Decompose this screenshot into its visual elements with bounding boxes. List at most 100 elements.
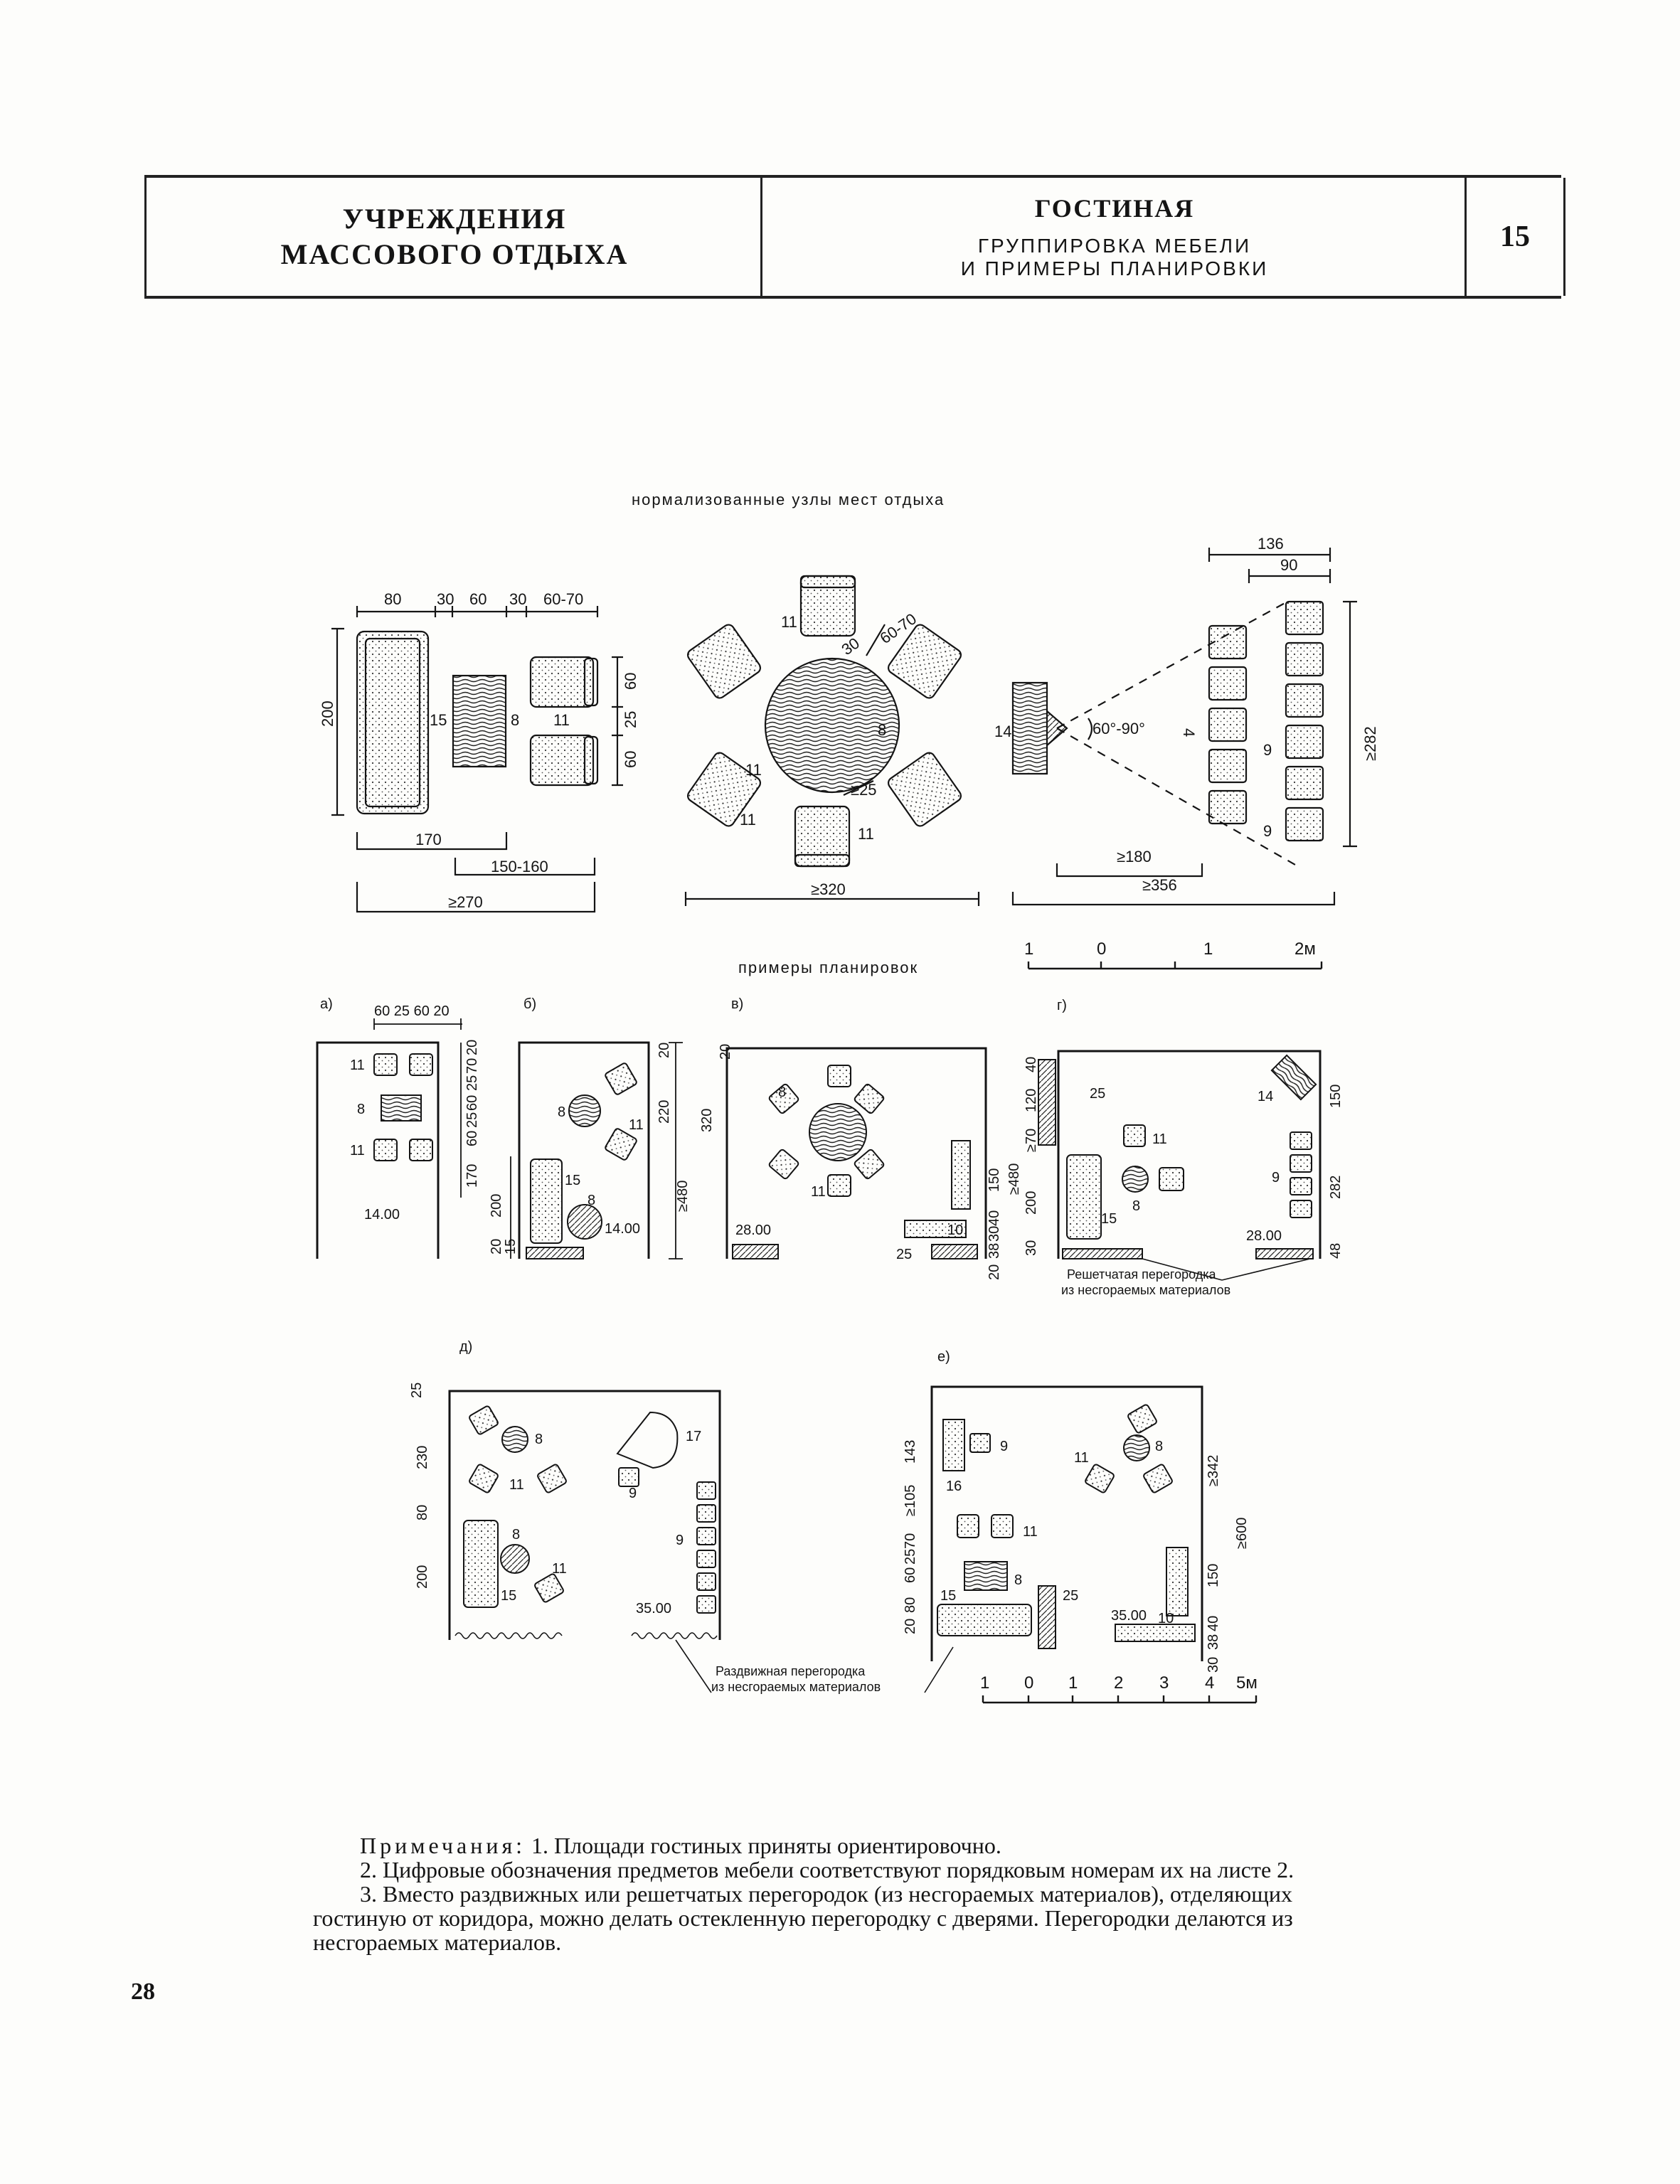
plan-letter: г): [1057, 998, 1067, 1013]
item-label: 9: [1272, 1170, 1280, 1186]
armchair: [686, 624, 762, 699]
dim-label: 200: [489, 1194, 504, 1218]
dim-label: ≥320: [811, 880, 846, 898]
area-label: 35.00: [1111, 1608, 1147, 1624]
item-label: 9: [629, 1486, 637, 1501]
item-label: 8: [558, 1104, 565, 1120]
notes-heading: Примечания:: [360, 1833, 526, 1858]
item-label: 8: [878, 721, 886, 739]
scale-bar-2-labels: 1 0 1 2 3 4 5м: [980, 1673, 1258, 1693]
dim-label: 30: [987, 1226, 1002, 1242]
scale-bar-1-labels: 1 0 1 2м: [1024, 939, 1316, 959]
dim-label: 150: [1206, 1564, 1221, 1587]
angle-label: 60°-90°: [1092, 720, 1145, 737]
subtitle-line-2: И ПРИМЕРЫ ПЛАНИРОВКИ: [960, 257, 1269, 279]
item-label: 11: [781, 613, 797, 631]
dim-label: 80: [384, 590, 401, 608]
dim-label: 60: [464, 1095, 480, 1111]
plan-v-labels: в) 20 320 8 11 10 25 28.00 150 ≥480 40 3…: [699, 996, 1022, 1280]
scale-tick: 1: [1203, 939, 1213, 959]
round-table: [764, 657, 900, 794]
item-label: 8: [357, 1102, 365, 1117]
item-label: 11: [1074, 1450, 1089, 1466]
armchair: [529, 656, 599, 708]
org-line-2: МАССОВОГО ОТДЫХА: [280, 238, 629, 270]
node-3-dimensions: 136 90 60°-90° ≥282 ≥180 ≥356 14 4 9 9: [994, 535, 1379, 894]
dim-label: 20: [656, 1043, 672, 1058]
item-label: 11: [509, 1477, 524, 1493]
scale-tick: 0: [1097, 939, 1106, 959]
item-label: 25: [1063, 1588, 1078, 1604]
item-label: 11: [745, 761, 762, 779]
dim-label: 25: [464, 1112, 480, 1128]
item-label: 11: [350, 1143, 365, 1158]
dim-label: 38: [987, 1243, 1002, 1259]
dim-label: 48: [1328, 1243, 1344, 1259]
dim-label: 282: [1328, 1176, 1344, 1199]
dim-label: 15: [503, 1239, 519, 1255]
plan-letter: в): [731, 996, 743, 1012]
dim-label: 150: [1328, 1085, 1344, 1108]
dim-label: 150: [987, 1168, 1002, 1192]
plan-letter: е): [937, 1349, 950, 1365]
scale-tick: 1: [1024, 939, 1033, 959]
item-label: 17: [686, 1429, 701, 1444]
dim-label: 40: [1024, 1057, 1039, 1072]
item-label: 9: [1000, 1439, 1008, 1454]
dim-label: ≥356: [1142, 876, 1177, 894]
item-label: 15: [501, 1588, 516, 1604]
item-label: 10: [1158, 1611, 1174, 1626]
item-label: 11: [1152, 1131, 1167, 1147]
dim-label: 120: [1024, 1089, 1039, 1112]
node-1-dimensions: 80 30 60 30 60-70 200 60 25 60 170 150-1…: [319, 590, 639, 911]
item-label: 8: [588, 1193, 595, 1208]
scale-tick: 4: [1205, 1673, 1214, 1693]
dim-label: ≥180: [1117, 848, 1152, 865]
scale-tick: 0: [1024, 1673, 1033, 1693]
dim-label: 20: [987, 1264, 1002, 1280]
dim-label: ≥270: [448, 893, 483, 911]
dim-label: 220: [656, 1100, 672, 1124]
node-3-tv-group: [1011, 548, 1357, 906]
scale-tick: 2: [1114, 1673, 1123, 1693]
plan-letter: д): [459, 1339, 472, 1355]
dim-label: ≥105: [903, 1485, 918, 1516]
item-label: 16: [946, 1479, 962, 1494]
area-label: 14.00: [364, 1207, 400, 1222]
partition-note-2: из несгораемых материалов: [1061, 1283, 1230, 1297]
dim-label: 170: [464, 1164, 480, 1188]
scale-tick: 5м: [1236, 1673, 1258, 1693]
item-label: 14: [994, 723, 1011, 740]
armchair: [529, 734, 599, 787]
armchair: [799, 575, 856, 637]
item-label: 9: [1263, 741, 1272, 759]
plan-e-labels: е) 9 16 11 8 11 8 15 25 10 35.00 143 ≥10…: [903, 1349, 1250, 1673]
plan-letter: б): [523, 996, 536, 1012]
scale-tick: 1: [1068, 1673, 1078, 1693]
item-label: 8: [1132, 1198, 1140, 1214]
dim-label: 38: [1206, 1634, 1221, 1650]
dim-label: 30: [1024, 1240, 1039, 1256]
item-label: 11: [811, 1184, 826, 1200]
armchair: [887, 752, 962, 827]
armchair: [686, 752, 762, 827]
scale-bar-2: [982, 1695, 1258, 1704]
plan-a: [316, 1018, 462, 1259]
item-label: 15: [1101, 1211, 1117, 1227]
chairs-row-2: [1285, 600, 1324, 842]
dim-label: 20: [718, 1044, 733, 1060]
sheet-header: УЧРЕЖДЕНИЯ МАССОВОГО ОТДЫХА ГОСТИНАЯ ГРУ…: [144, 175, 1565, 299]
plan-g-labels: г) 25 14 11 8 15 9 28.00 40 120 ≥70 200 …: [1024, 998, 1344, 1297]
dim-label: 20: [903, 1619, 918, 1634]
item-label: 11: [350, 1058, 365, 1073]
scale-tick: 3: [1159, 1673, 1169, 1693]
plan-v: [725, 1047, 987, 1259]
dim-label: 136: [1258, 535, 1284, 553]
dim-label: 30: [437, 590, 454, 608]
item-label: 15: [565, 1173, 580, 1188]
dim-label: 80: [415, 1505, 430, 1520]
armchair: [887, 624, 962, 699]
note-3: 3. Вместо раздвижных или решетчатых пере…: [313, 1881, 1293, 1955]
plan-d-labels: д) 25 230 80 200 8 11 17 9 9 8 11 15 35.…: [409, 1339, 881, 1694]
